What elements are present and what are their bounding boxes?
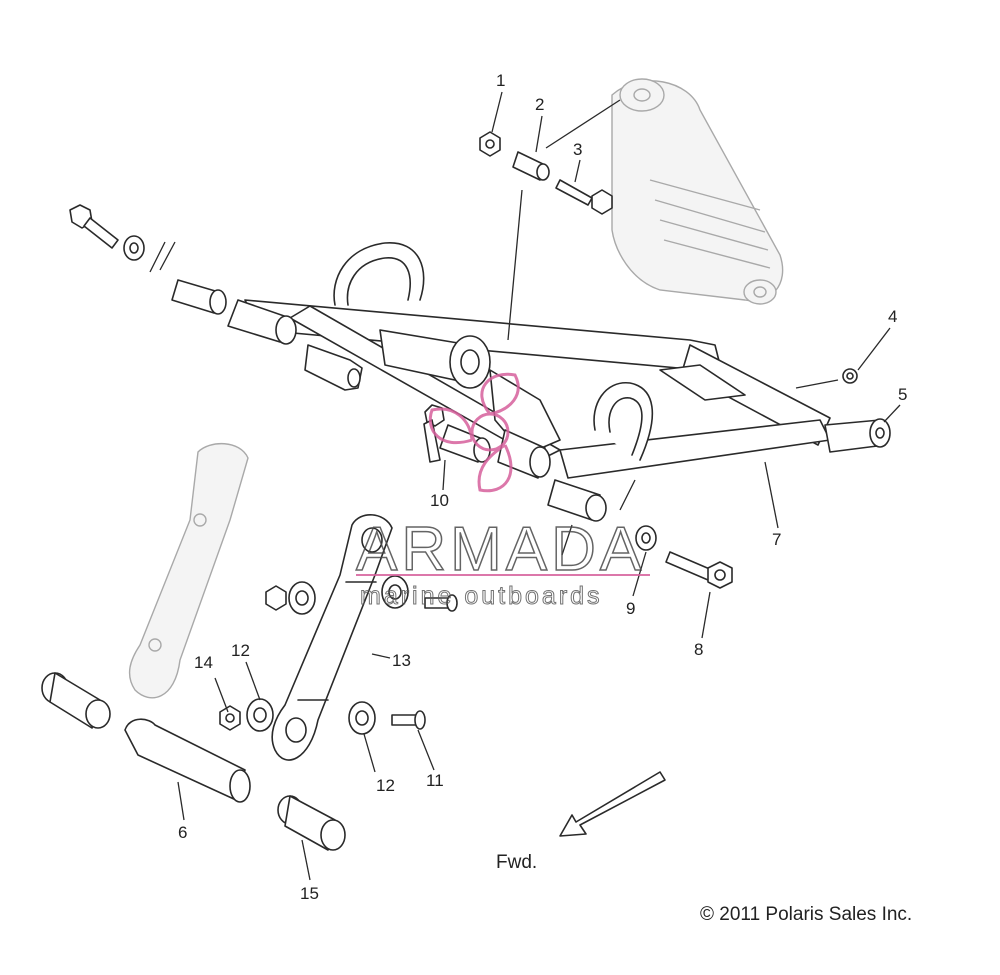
callout-3: 3 [573, 140, 582, 159]
callout-4: 4 [888, 307, 897, 326]
bushing-left [171, 279, 227, 315]
spacer-tube-lower [547, 479, 607, 522]
bolt-8 [665, 551, 733, 589]
grease-fitting-4 [842, 368, 858, 384]
shock-absorber [611, 78, 784, 305]
washer-12-left [246, 698, 274, 732]
link-arm-13 [271, 514, 393, 761]
callout-7: 7 [772, 530, 781, 549]
ghost-link-arm [128, 442, 249, 699]
nut-14 [219, 705, 241, 731]
callout-10: 10 [430, 491, 449, 510]
swing-arm-frame [244, 242, 831, 479]
spacer-tube-left [227, 299, 297, 345]
upper-left-bolt [69, 204, 145, 261]
callout-12-upper: 12 [231, 641, 250, 660]
callout-5: 5 [898, 385, 907, 404]
bolt-11 [391, 710, 426, 730]
callout-1: 1 [496, 71, 505, 90]
bushing-15 [277, 795, 346, 851]
bushing-upper-left [41, 672, 111, 729]
watermark: ARMADA marine outboards [355, 372, 650, 611]
callout-13: 13 [392, 651, 411, 670]
propeller-logo-icon [428, 372, 520, 493]
forward-label: Fwd. [496, 852, 537, 873]
pivot-tube [379, 329, 561, 456]
leader-lines [149, 91, 901, 881]
callout-15: 15 [300, 884, 319, 903]
callout-12-lower: 12 [376, 776, 395, 795]
watermark-title: ARMADA [356, 515, 645, 584]
callout-8: 8 [694, 640, 703, 659]
spacer-2 [512, 151, 550, 181]
bolt-upper-link [424, 594, 458, 612]
callout-labels: 1 2 3 4 5 6 7 8 9 10 11 12 12 13 14 15 [178, 71, 907, 903]
nut-upper-link [265, 585, 287, 611]
washer-12-right [348, 701, 376, 735]
callout-11: 11 [426, 771, 444, 790]
tube-6 [124, 718, 251, 803]
nut-1 [479, 131, 501, 157]
callout-9: 9 [626, 599, 635, 618]
callout-6: 6 [178, 823, 187, 842]
bolt-3 [555, 179, 613, 215]
copyright-notice: © 2011 Polaris Sales Inc. [700, 904, 912, 925]
forward-direction-arrow: Fwd. [496, 771, 666, 873]
callout-2: 2 [535, 95, 544, 114]
callout-14: 14 [194, 653, 213, 672]
washer-upper-left [288, 581, 316, 615]
watermark-subtitle: marine outboards [360, 582, 603, 610]
spacer-10 [439, 424, 491, 463]
flanged-bushing [304, 344, 363, 391]
bushing-5 [824, 418, 891, 453]
washer-9 [635, 525, 657, 551]
